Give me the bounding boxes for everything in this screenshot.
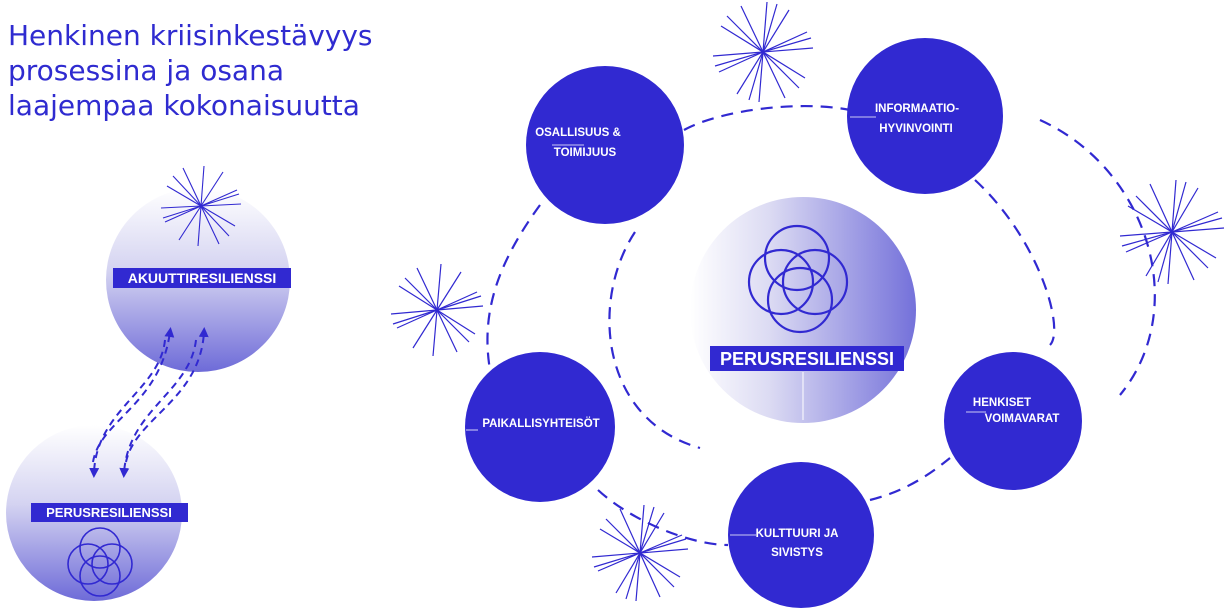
page-title: Henkinen kriisinkestävyys prosessina ja …	[8, 18, 428, 123]
orbit-paths	[486, 104, 1156, 547]
burst-icon-top	[712, 1, 814, 103]
title-line-2: prosessina ja osana	[8, 54, 284, 87]
acute-burst-icon	[160, 165, 242, 247]
node-informaatio: INFORMAATIO- HYVINVOINTI	[847, 38, 1003, 194]
arrow-to-acute	[92, 327, 175, 463]
acute-resilience-label: AKUUTTIRESILIENSSI	[128, 270, 277, 286]
node-kulttuuri: KULTTUURI JA SIVISTYS	[728, 462, 874, 608]
node-paikallis-line1: PAIKALLISYHTEISÖT	[482, 417, 599, 430]
node-osallisuus: OSALLISUUS & TOIMIJUUS	[526, 66, 684, 224]
orbit-bottom-right	[869, 457, 951, 502]
transition-arrows	[89, 327, 209, 478]
center-knot-icon	[747, 224, 849, 334]
center-tag: PERUSRESILIENSSI	[710, 346, 904, 371]
node-henkiset-line1: HENKISET	[973, 397, 1031, 409]
burst-icon-left	[390, 263, 484, 357]
node-informaatio-line1: INFORMAATIO-	[875, 103, 959, 115]
orbit-inner-right	[974, 179, 1056, 346]
orbit-outer-top	[683, 104, 851, 131]
node-henkiset: HENKISET VOIMAVARAT	[944, 352, 1082, 490]
base-resilience-label: PERUSRESILIENSSI	[46, 505, 172, 520]
arrow-to-acute-2	[125, 327, 209, 463]
burst-icon-right	[1119, 179, 1225, 285]
title-line-1: Henkinen kriisinkestävyys	[8, 19, 373, 52]
base-resilience-knot-icon	[67, 527, 133, 597]
node-henkiset-line2: VOIMAVARAT	[985, 413, 1060, 425]
node-kulttuuri-line2: SIVISTYS	[771, 547, 823, 559]
orbit-outer-right	[1039, 118, 1156, 396]
center-label: PERUSRESILIENSSI	[720, 349, 894, 369]
base-resilience-tag: PERUSRESILIENSSI	[31, 503, 188, 522]
node-kulttuuri-line1: KULTTUURI JA	[756, 528, 839, 540]
arrow-to-base	[89, 339, 166, 478]
node-informaatio-line2: HYVINVOINTI	[879, 123, 952, 135]
node-osallisuus-line2: TOIMIJUUS	[554, 147, 617, 159]
arrow-to-base-2	[119, 339, 197, 478]
title-line-3: laajempaa kokonaisuutta	[8, 89, 360, 122]
node-osallisuus-line1: OSALLISUUS &	[535, 127, 621, 139]
orbit-outer-left	[486, 204, 541, 371]
acute-resilience-tag: AKUUTTIRESILIENSSI	[113, 268, 291, 288]
orbit-bottom-left	[597, 489, 729, 547]
burst-icon-bottom	[591, 504, 689, 602]
node-paikallis: PAIKALLISYHTEISÖT	[465, 352, 615, 502]
orbit-inner	[608, 231, 701, 450]
